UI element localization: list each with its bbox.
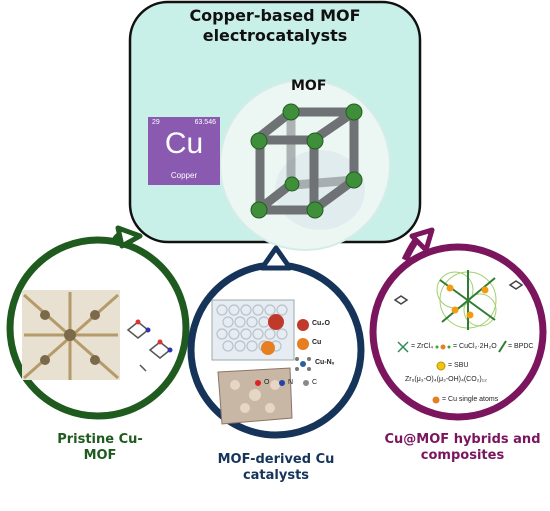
bpdc-icon [498,340,507,353]
legend-cucl2: = CuCl₂·2H₂O [453,343,497,350]
atom-c-label: C [312,379,318,386]
legend-cu-nx: Cu-Nₓ [315,359,335,366]
atom-o-dot [255,380,261,386]
cu-nx-icon [295,357,311,371]
cu-mof-crystal-icon [22,290,173,380]
title-line-1: Copper-based MOF [189,6,361,25]
mof-derived-particle-icon [211,299,295,425]
label-pristine: Pristine Cu- MOF [57,432,143,463]
mof-label: MOF [291,78,327,94]
sbu-icon [436,361,446,371]
element-name: Copper [170,171,198,180]
atom-o-label: O [264,379,270,386]
legend-cu2o: Cu₂O [312,320,330,327]
cu-icon [297,338,309,350]
arrow-head-hybrids [409,227,435,253]
cu-single-atom-icon [432,396,440,404]
legend-cu-single-atoms: = Cu single atoms [442,396,499,403]
atomic-mass: 63.546 [194,119,216,126]
element-symbol: Cu [164,127,204,160]
label-hybrids: Cu@MOF hybrids and composites [384,432,541,463]
arrow-head-derived [259,245,293,271]
atom-c-dot [303,380,309,386]
legend-sbu-formula: Zr₆(μ₃-O)₄(μ₃-OH)₄(CO₂)₁₂ [405,376,487,383]
ring-hybrids [369,243,547,421]
arrow-head-pristine [115,225,143,249]
legend-bpdc: = BPDC [508,343,534,350]
hybrid-framework-icon [393,270,524,330]
legend-zrcl4: = ZrCl₄ [411,343,434,350]
cucl2-icon [435,344,451,350]
page-title: Copper-based MOF electrocatalysts [140,6,410,46]
legend-sbu: = SBU [448,362,469,369]
label-derived: MOF-derived Cu catalysts [217,452,335,483]
periodic-element-tile: 29 63.546 Cu Copper [148,117,220,185]
mof-cube-icon [250,103,365,230]
atom-n-dot [279,380,285,386]
cu2o-icon [297,319,309,331]
legend-cu: Cu [312,339,322,346]
atom-n-label: N [288,379,294,386]
title-line-2: electrocatalysts [202,26,348,45]
atomic-number: 29 [152,119,160,126]
zrcl4-icon [397,341,409,353]
